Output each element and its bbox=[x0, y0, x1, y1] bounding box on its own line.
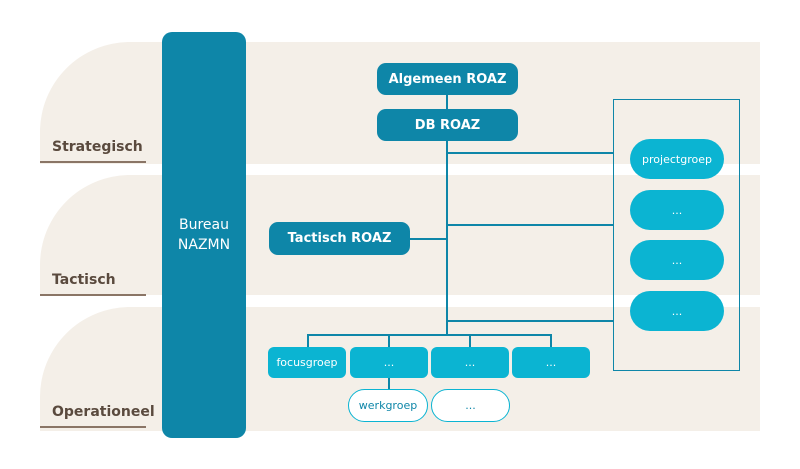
connector-operational-horizontal bbox=[307, 334, 551, 336]
layer-label-strategic: Strategisch bbox=[52, 139, 143, 155]
project-pill-more-2[interactable]: ... bbox=[630, 240, 724, 280]
bureau-nazmn[interactable]: Bureau NAZMN bbox=[162, 32, 246, 438]
connector-drop-focusgroep bbox=[307, 334, 309, 348]
werkgroep-pill[interactable]: werkgroep bbox=[348, 389, 428, 422]
focus-box-more-2[interactable]: ... bbox=[431, 347, 509, 378]
project-pill-more-3[interactable]: ... bbox=[630, 291, 724, 331]
layer-rule-tactical bbox=[40, 294, 146, 296]
connector-algemeen-db bbox=[446, 95, 448, 109]
connector-tactisch bbox=[408, 238, 448, 240]
connector-frame-mid bbox=[446, 224, 614, 226]
tactisch-roaz-box[interactable]: Tactisch ROAZ bbox=[269, 222, 410, 255]
connector-werk-vertical bbox=[388, 377, 390, 389]
project-pill-more-1[interactable]: ... bbox=[630, 190, 724, 230]
layer-rule-strategic bbox=[40, 161, 146, 163]
connector-drop-focus-3 bbox=[550, 334, 552, 348]
focusgroep-box[interactable]: focusgroep bbox=[268, 347, 346, 378]
db-roaz-box[interactable]: DB ROAZ bbox=[377, 109, 518, 141]
focus-box-more-3[interactable]: ... bbox=[512, 347, 590, 378]
algemeen-roaz-box[interactable]: Algemeen ROAZ bbox=[377, 63, 518, 95]
projectgroep-pill[interactable]: projectgroep bbox=[630, 139, 724, 179]
connector-to-project-frame bbox=[446, 152, 614, 154]
connector-frame-low bbox=[446, 320, 614, 322]
connector-drop-focus-2 bbox=[469, 334, 471, 348]
layer-label-operational: Operationeel bbox=[52, 404, 155, 420]
connector-drop-focus-1 bbox=[388, 334, 390, 348]
project-group-frame bbox=[613, 99, 740, 371]
werk-pill-more-1[interactable]: ... bbox=[431, 389, 510, 422]
focus-box-more-1[interactable]: ... bbox=[350, 347, 428, 378]
layer-label-tactical: Tactisch bbox=[52, 272, 116, 288]
layer-rule-operational bbox=[40, 426, 146, 428]
